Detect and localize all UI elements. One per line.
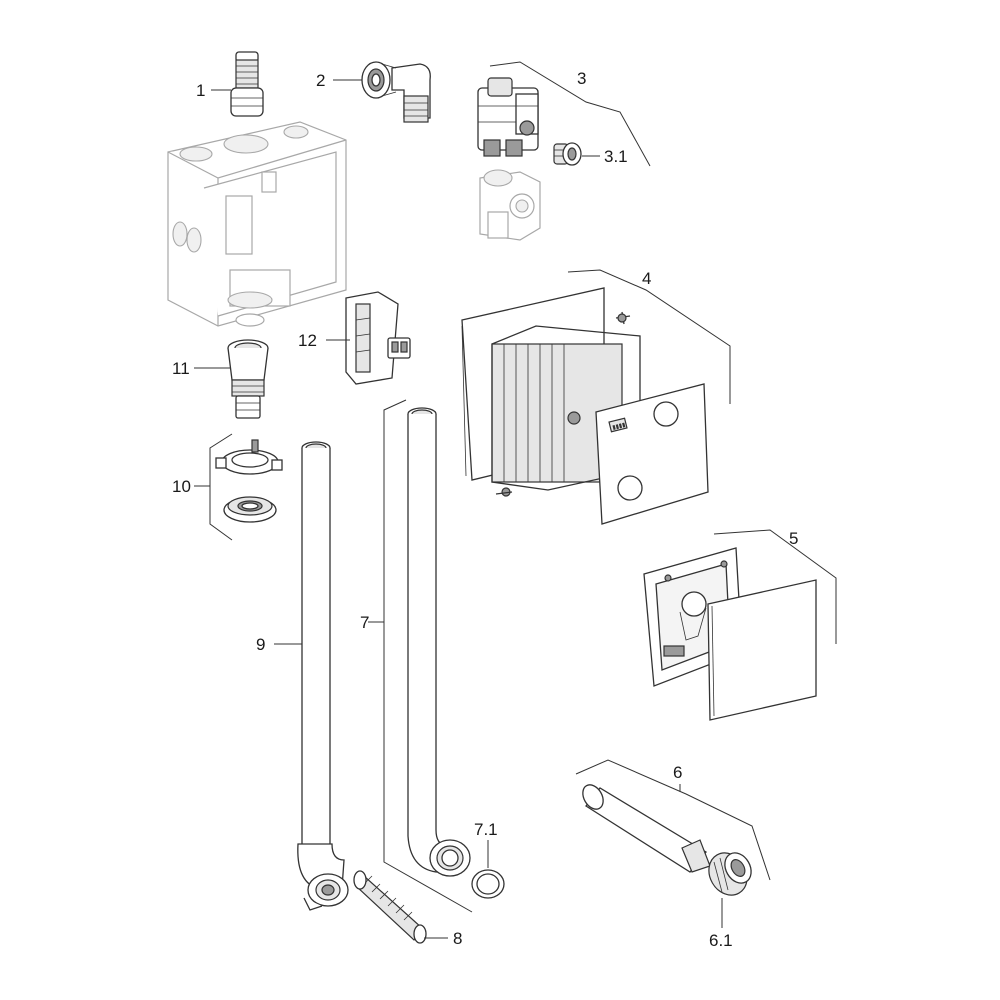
part-2-elbow-connector [361,61,431,123]
part-12-bracket [345,291,411,385]
part-3-1-valve-insert [553,142,582,166]
part-5-cover-plate [707,579,817,721]
label-8: 8 [453,929,462,948]
label-12: 12 [298,331,317,350]
label-5: 5 [789,529,798,548]
label-4: 4 [642,269,651,288]
part-8-corrugated-hose [353,870,427,944]
label-6-1: 6.1 [709,931,733,950]
label-3: 3 [577,69,586,88]
bracket-7 [383,399,473,913]
part-1-threaded-connector [230,51,264,117]
part-9-pipe-with-trap [297,441,349,911]
bracket-3 [489,61,651,167]
label-2: 2 [316,71,325,90]
brand-logo-mark: ▮▮▮▮ [612,422,626,431]
part-6-1-fitting [708,852,752,896]
bracket-10 [209,433,233,541]
installation-box [167,121,347,327]
part-4-cover-plate: ▮▮▮▮ [595,383,709,525]
bracket-5 [713,529,837,644]
label-3-1: 3.1 [604,147,628,166]
bracket-6 [575,759,771,881]
part-7-bent-pipe [407,407,471,877]
label-7-1: 7.1 [474,820,498,839]
part-3-valve-assembly [477,77,541,241]
part-11-adapter [227,339,269,419]
part-10-clamp-ring [215,439,283,523]
bracket-4 [567,269,731,404]
label-1: 1 [196,81,205,100]
part-6-sleeve [582,784,711,873]
part-7-1-o-ring [471,869,505,899]
label-7: 7 [360,613,369,632]
label-11: 11 [172,359,190,378]
label-10: 10 [172,477,191,496]
label-9: 9 [256,635,265,654]
label-6: 6 [673,763,682,782]
